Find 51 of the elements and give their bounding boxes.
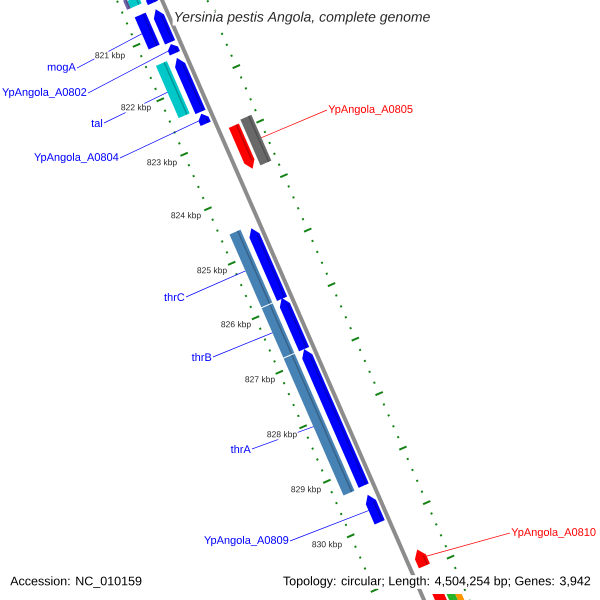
- info-text: Accession: NC_010159: [9, 575, 143, 589]
- gene-label: thrA: [230, 444, 251, 454]
- scale-label: 824 kbp: [170, 212, 202, 220]
- gene-bar: [455, 594, 464, 600]
- gene-bar: [134, 12, 160, 50]
- scale-label: 823 kbp: [146, 158, 178, 168]
- gene-bar: [240, 114, 272, 166]
- leader-line: [261, 110, 328, 138]
- leader-line: [426, 532, 510, 556]
- scale-label: 825 kbp: [196, 266, 228, 276]
- gene-bar: [168, 44, 180, 56]
- gene-bar: [230, 230, 272, 308]
- scale-label: 826 kbp: [220, 320, 252, 330]
- gene-label: YpAngola_A0802: [2, 88, 86, 98]
- gene-bar: [280, 298, 310, 352]
- leader-line: [120, 120, 199, 158]
- scale-label: 821 kbp: [94, 52, 126, 60]
- gene-bar: [146, 0, 158, 6]
- gene-label: YpAngola_A0804: [34, 152, 118, 164]
- gene-bar: [262, 303, 294, 358]
- gene-label: thrB: [192, 352, 212, 362]
- gene-label: mogA: [48, 63, 76, 73]
- gene-bar: [154, 9, 176, 44]
- leader-line: [186, 270, 246, 298]
- scale-label: 822 kbp: [120, 104, 152, 112]
- gene-bar: [228, 124, 254, 169]
- title: Yersinia pestis Angola, complete genome: [172, 10, 432, 26]
- gene-label: YpAngola_A0805: [328, 104, 413, 116]
- gene-bar: [366, 494, 385, 524]
- gene-bar: [302, 349, 369, 488]
- scale-label: 827 kbp: [244, 376, 276, 384]
- gene-label: thrC: [164, 292, 184, 302]
- scale-label: 830 kbp: [311, 540, 343, 550]
- leader-line: [88, 50, 168, 94]
- leader-line: [212, 332, 273, 358]
- info-text: Topology: circular; Length: 4,504,254 bp; Genes: 3,942: [282, 575, 592, 589]
- gene-label: YpAngola_A0809: [204, 536, 288, 546]
- gene-bar: [198, 114, 211, 126]
- gene-bar: [414, 550, 430, 568]
- gene-label: YpAngola_A0810: [511, 528, 596, 538]
- leader-line: [290, 510, 369, 542]
- gene-bar: [249, 228, 288, 301]
- scale-label: 829 kbp: [290, 486, 322, 494]
- gene-label: tal: [91, 118, 102, 128]
- scale-label: 828 kbp: [266, 430, 298, 440]
- gene-bar: [123, 0, 131, 10]
- gene-bar: [432, 594, 447, 600]
- gene-bar: [446, 594, 458, 600]
- gene-bar: [128, 0, 142, 8]
- gene-bar: [284, 354, 354, 496]
- gene-bar: [175, 58, 206, 114]
